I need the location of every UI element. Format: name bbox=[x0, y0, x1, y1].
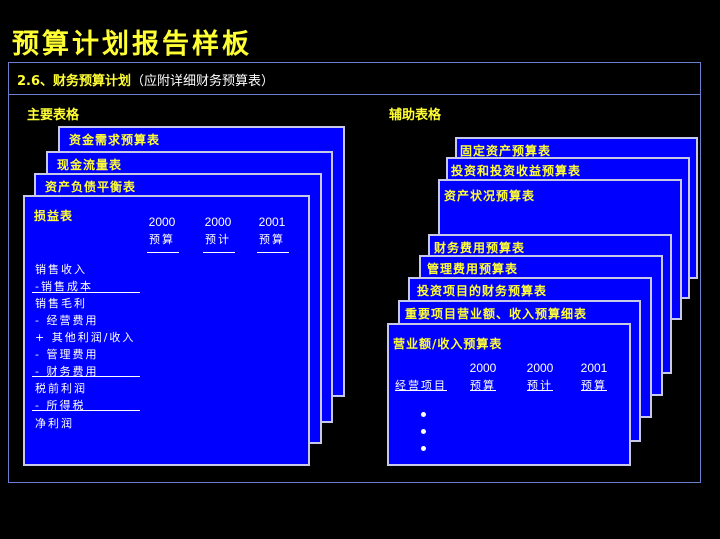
card-title: 投资和投资收益预算表 bbox=[451, 164, 582, 178]
card-title: 固定资产预算表 bbox=[460, 144, 552, 158]
main-tables-label: 主要表格 bbox=[27, 108, 80, 123]
line-item: 销售毛利 bbox=[35, 297, 87, 310]
line-item: - 经营费用 bbox=[35, 314, 99, 327]
income-statement-card[interactable]: 损益表 2000 预算 2000 预计 2001 预算 销售收入 -销售成本 销… bbox=[23, 195, 310, 466]
revenue-budget-card[interactable]: 营业额/收入预算表 经营项目 2000 预算 2000 预计 2001 预算 bbox=[387, 323, 631, 466]
subheading: 2.6、财务预算计划（应附详细财务预算表） bbox=[17, 70, 274, 89]
line-item: 净利润 bbox=[35, 417, 74, 430]
column-header: 2000 预计 bbox=[520, 360, 560, 394]
line-item: 税前利润 bbox=[35, 382, 87, 395]
subheading-note: （应附详细财务预算表） bbox=[131, 74, 275, 89]
line-item: - 管理费用 bbox=[35, 348, 99, 361]
subheading-number: 2.6、 bbox=[17, 74, 54, 89]
bullet-icon bbox=[421, 412, 426, 417]
card-title: 资金需求预算表 bbox=[69, 133, 161, 147]
column-label: 预算 bbox=[470, 379, 496, 392]
column-header: 2000 预算 bbox=[463, 360, 503, 394]
column-label: 预算 bbox=[259, 233, 285, 246]
subtotal-rule bbox=[32, 410, 140, 411]
card-title: 现金流量表 bbox=[57, 158, 123, 172]
column-label: 预计 bbox=[205, 233, 231, 246]
card-title: 损益表 bbox=[34, 209, 74, 223]
line-item: - 所得税 bbox=[35, 399, 86, 412]
subtotal-rule bbox=[32, 292, 140, 293]
row-header: 经营项目 bbox=[390, 360, 452, 394]
bullet-icon bbox=[421, 429, 426, 434]
line-item: - 财务费用 bbox=[35, 365, 99, 378]
card-title: 营业额/收入预算表 bbox=[393, 337, 503, 351]
column-label: 预算 bbox=[149, 233, 175, 246]
subheading-divider bbox=[9, 94, 701, 95]
column-underline bbox=[203, 252, 235, 253]
line-item: -销售成本 bbox=[35, 280, 93, 293]
aux-tables-label: 辅助表格 bbox=[389, 108, 442, 123]
column-year: 2001 bbox=[258, 215, 286, 229]
row-header-label: 经营项目 bbox=[395, 379, 447, 392]
column-year: 2000 bbox=[204, 215, 232, 229]
card-title: 投资项目的财务预算表 bbox=[417, 284, 548, 298]
column-year: 2000 bbox=[148, 215, 176, 229]
card-title: 管理费用预算表 bbox=[427, 262, 519, 276]
column-year: 2001 bbox=[580, 361, 608, 375]
subtotal-rule bbox=[32, 376, 140, 377]
column-label: 预算 bbox=[581, 379, 607, 392]
column-year: 2000 bbox=[526, 361, 554, 375]
line-item: + 其他利润/收入 bbox=[35, 331, 136, 344]
line-item: 销售收入 bbox=[35, 263, 87, 276]
column-underline bbox=[257, 252, 289, 253]
subheading-main: 财务预算计划 bbox=[53, 74, 132, 89]
column-year: 2000 bbox=[469, 361, 497, 375]
card-title: 财务费用预算表 bbox=[434, 241, 526, 255]
column-header: 2000 预算 bbox=[142, 214, 182, 248]
card-title: 资产状况预算表 bbox=[444, 189, 536, 203]
bullet-icon bbox=[421, 446, 426, 451]
card-title: 资产负债平衡表 bbox=[45, 180, 137, 194]
column-header: 2001 预算 bbox=[574, 360, 614, 394]
column-header: 2000 预计 bbox=[198, 214, 238, 248]
content-frame bbox=[8, 62, 701, 483]
column-underline bbox=[147, 252, 179, 253]
column-label: 预计 bbox=[527, 379, 553, 392]
card-title: 重要项目营业额、收入预算细表 bbox=[405, 307, 588, 321]
page-title: 预算计划报告样板 bbox=[12, 29, 252, 60]
column-header: 2001 预算 bbox=[252, 214, 292, 248]
